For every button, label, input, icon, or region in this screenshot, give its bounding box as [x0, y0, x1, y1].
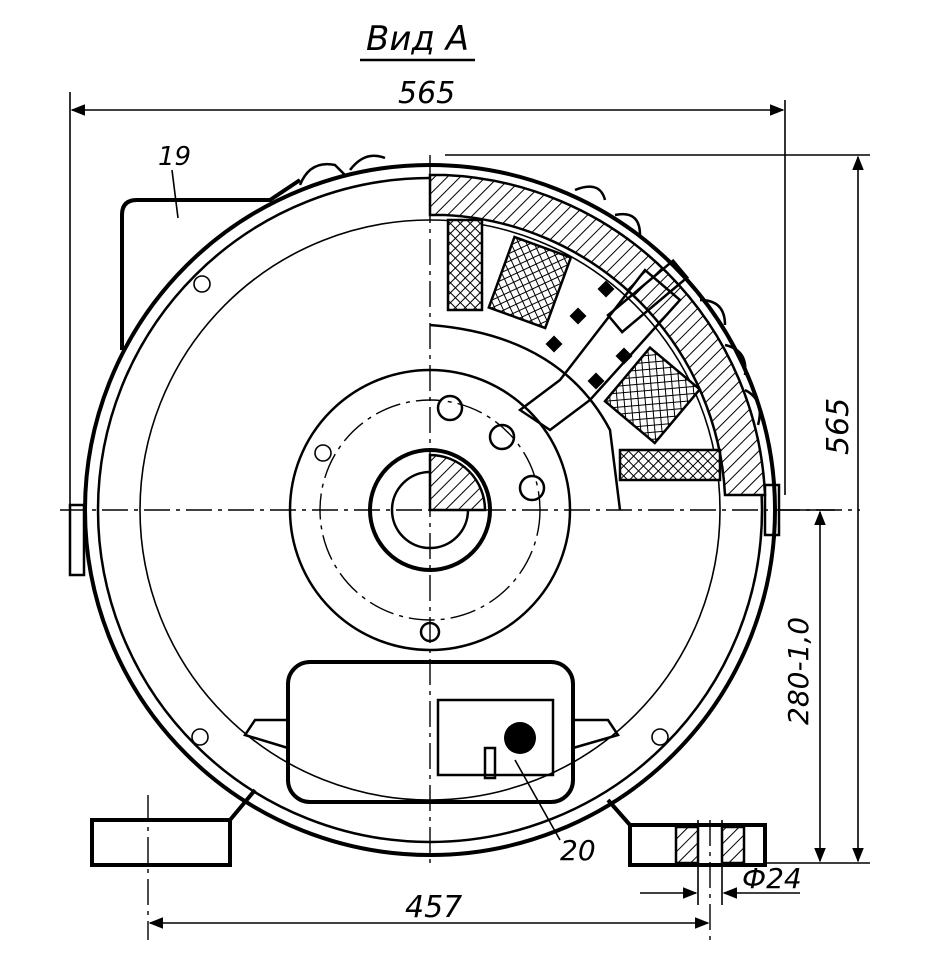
bolt-holes	[191, 275, 669, 746]
bolt-hole-3	[518, 474, 546, 502]
yoke-section	[428, 173, 767, 497]
bolt-hole-5	[314, 444, 332, 462]
center-lines	[60, 155, 860, 940]
fin-4	[614, 212, 642, 236]
field-coil-right	[618, 448, 722, 482]
shaft-section	[428, 453, 487, 512]
dimension-width: 565	[69, 76, 786, 510]
pole-winding-1	[487, 235, 573, 330]
view-title-text: Вид А	[366, 19, 469, 59]
screw-1	[193, 275, 211, 293]
brush-clamp	[606, 258, 690, 334]
fin-2	[349, 154, 386, 171]
bolt-hole-2	[488, 423, 516, 451]
callout-19-leader	[171, 169, 179, 219]
dim-foot-spacing-text: 457	[405, 890, 462, 925]
screw-3	[651, 728, 669, 746]
fin-7	[744, 388, 762, 426]
rivet-3	[597, 280, 615, 298]
terminal-box-lug-left	[243, 718, 289, 750]
fin-3	[574, 185, 607, 201]
left-boss	[68, 503, 86, 577]
foot-hole-section-right	[720, 825, 746, 865]
cable-gland	[504, 722, 536, 754]
commutator-arc	[429, 323, 622, 511]
terminal-stud	[483, 746, 497, 780]
rivet-5	[615, 347, 633, 365]
pole-winding-2	[603, 345, 702, 445]
sectional-view	[428, 173, 767, 511]
bolt-hole-1	[436, 394, 464, 422]
callout-19: 19	[158, 142, 191, 219]
screw-2	[191, 728, 209, 746]
fin-6	[724, 343, 747, 376]
foot-left	[90, 818, 232, 867]
view-title: Вид А	[360, 19, 475, 62]
terminal-lug-left	[120, 178, 302, 350]
rivet-1	[545, 335, 563, 353]
terminal-box	[243, 660, 620, 804]
dimension-foot-spacing: 457	[148, 890, 710, 929]
dimension-axis-height: 280-1,0	[780, 509, 835, 863]
terminal-box-lug-right	[572, 718, 620, 750]
foot-hole-section-left	[674, 825, 700, 865]
dim-axis-height-text: 280-1,0	[782, 617, 815, 725]
dim-width-text: 565	[398, 76, 455, 111]
dim-height-text: 565	[821, 398, 856, 455]
dim-hole-diameter-text: Ф24	[742, 862, 802, 895]
brush-holder	[517, 268, 682, 432]
dimension-height: 565	[445, 154, 870, 864]
rivet-2	[569, 307, 587, 325]
fin-5	[699, 298, 727, 326]
callout-20-leader	[514, 759, 561, 841]
rivet-4	[587, 372, 605, 390]
foot-left-web	[228, 788, 257, 822]
field-coil-top	[446, 218, 484, 312]
dimension-hole-diameter: Ф24	[640, 820, 802, 905]
callout-20-text: 20	[560, 834, 596, 867]
callout-20: 20	[514, 759, 596, 867]
fin-1	[298, 162, 346, 186]
callout-19-text: 19	[158, 142, 191, 172]
